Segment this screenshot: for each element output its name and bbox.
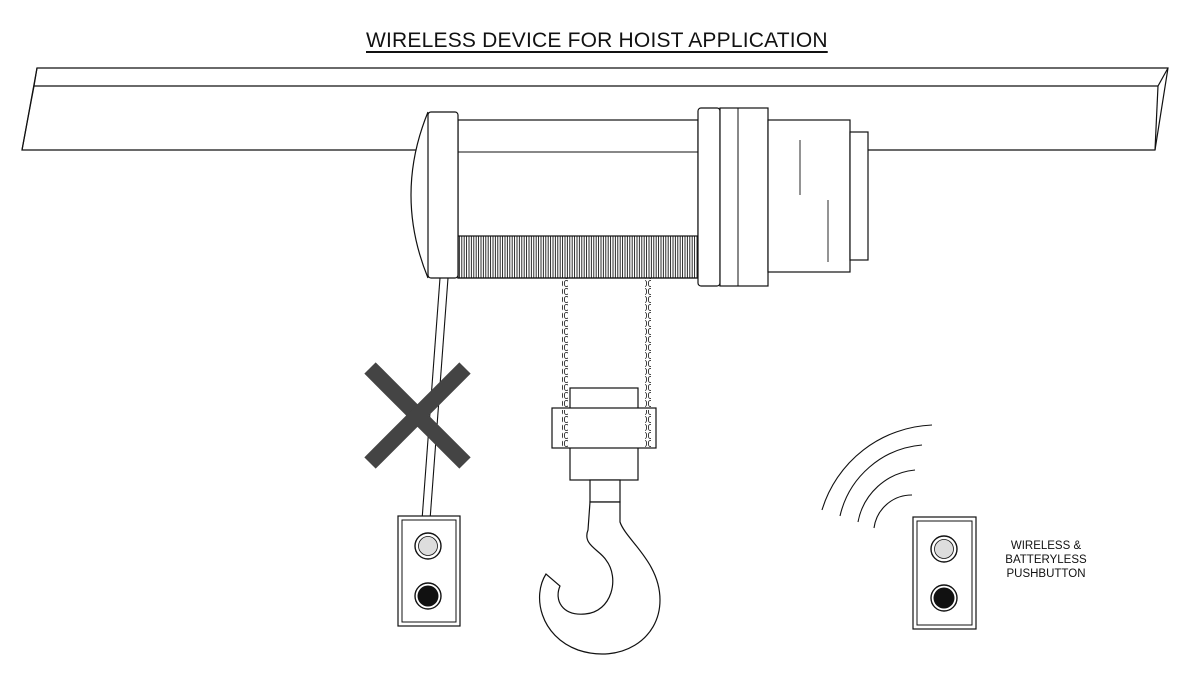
diagram-title: WIRELESS DEVICE FOR HOIST APPLICATION bbox=[366, 29, 828, 52]
crane-hook bbox=[539, 501, 661, 655]
label-line-3: PUSHBUTTON bbox=[1006, 568, 1086, 580]
hoist-drum bbox=[457, 119, 699, 279]
wired-pushbutton bbox=[397, 515, 461, 627]
hoist-chains bbox=[562, 278, 651, 448]
hook-block bbox=[551, 387, 657, 503]
cross-out-icon bbox=[364, 362, 471, 469]
wireless-pushbutton-label: WIRELESS & BATTERYLESS PUSHBUTTON bbox=[998, 539, 1094, 581]
wireless-signal-icon bbox=[821, 424, 933, 529]
overhead-beam bbox=[21, 67, 1169, 151]
wireless-pushbutton bbox=[912, 516, 977, 630]
hoist-end-cap bbox=[410, 111, 459, 279]
label-line-2: BATTERYLESS bbox=[1005, 554, 1087, 566]
hoist-motor bbox=[697, 107, 869, 287]
rope-winding bbox=[457, 235, 699, 279]
label-line-1: WIRELESS & bbox=[1010, 540, 1082, 552]
